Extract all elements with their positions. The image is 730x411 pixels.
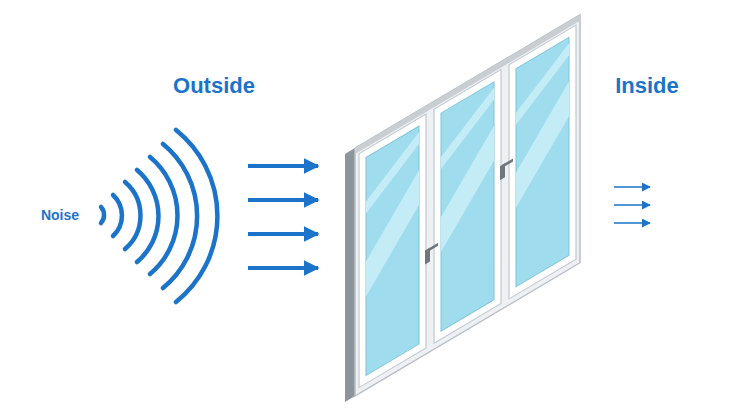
glass-shine (441, 88, 494, 169)
text-label: Inside (615, 75, 679, 97)
glass-shine (516, 43, 569, 124)
glass-shine (441, 126, 494, 252)
glass-shine (366, 132, 419, 213)
sash-frame (434, 70, 501, 344)
window-handle (427, 243, 438, 253)
glass-pane (441, 82, 494, 331)
reduced-arrows (614, 187, 650, 223)
text-label: Outside (173, 75, 255, 97)
sash-frame (359, 114, 426, 388)
sash-frame (509, 25, 576, 299)
window-handle (502, 158, 513, 168)
glass-shine (516, 81, 569, 207)
text-label: Noise (41, 208, 79, 222)
glass-pane (516, 37, 569, 286)
noise-arrows (248, 166, 318, 268)
window (345, 15, 580, 402)
glass-pane (366, 126, 419, 375)
sound-waves (101, 130, 217, 302)
glass-shine (366, 170, 419, 296)
